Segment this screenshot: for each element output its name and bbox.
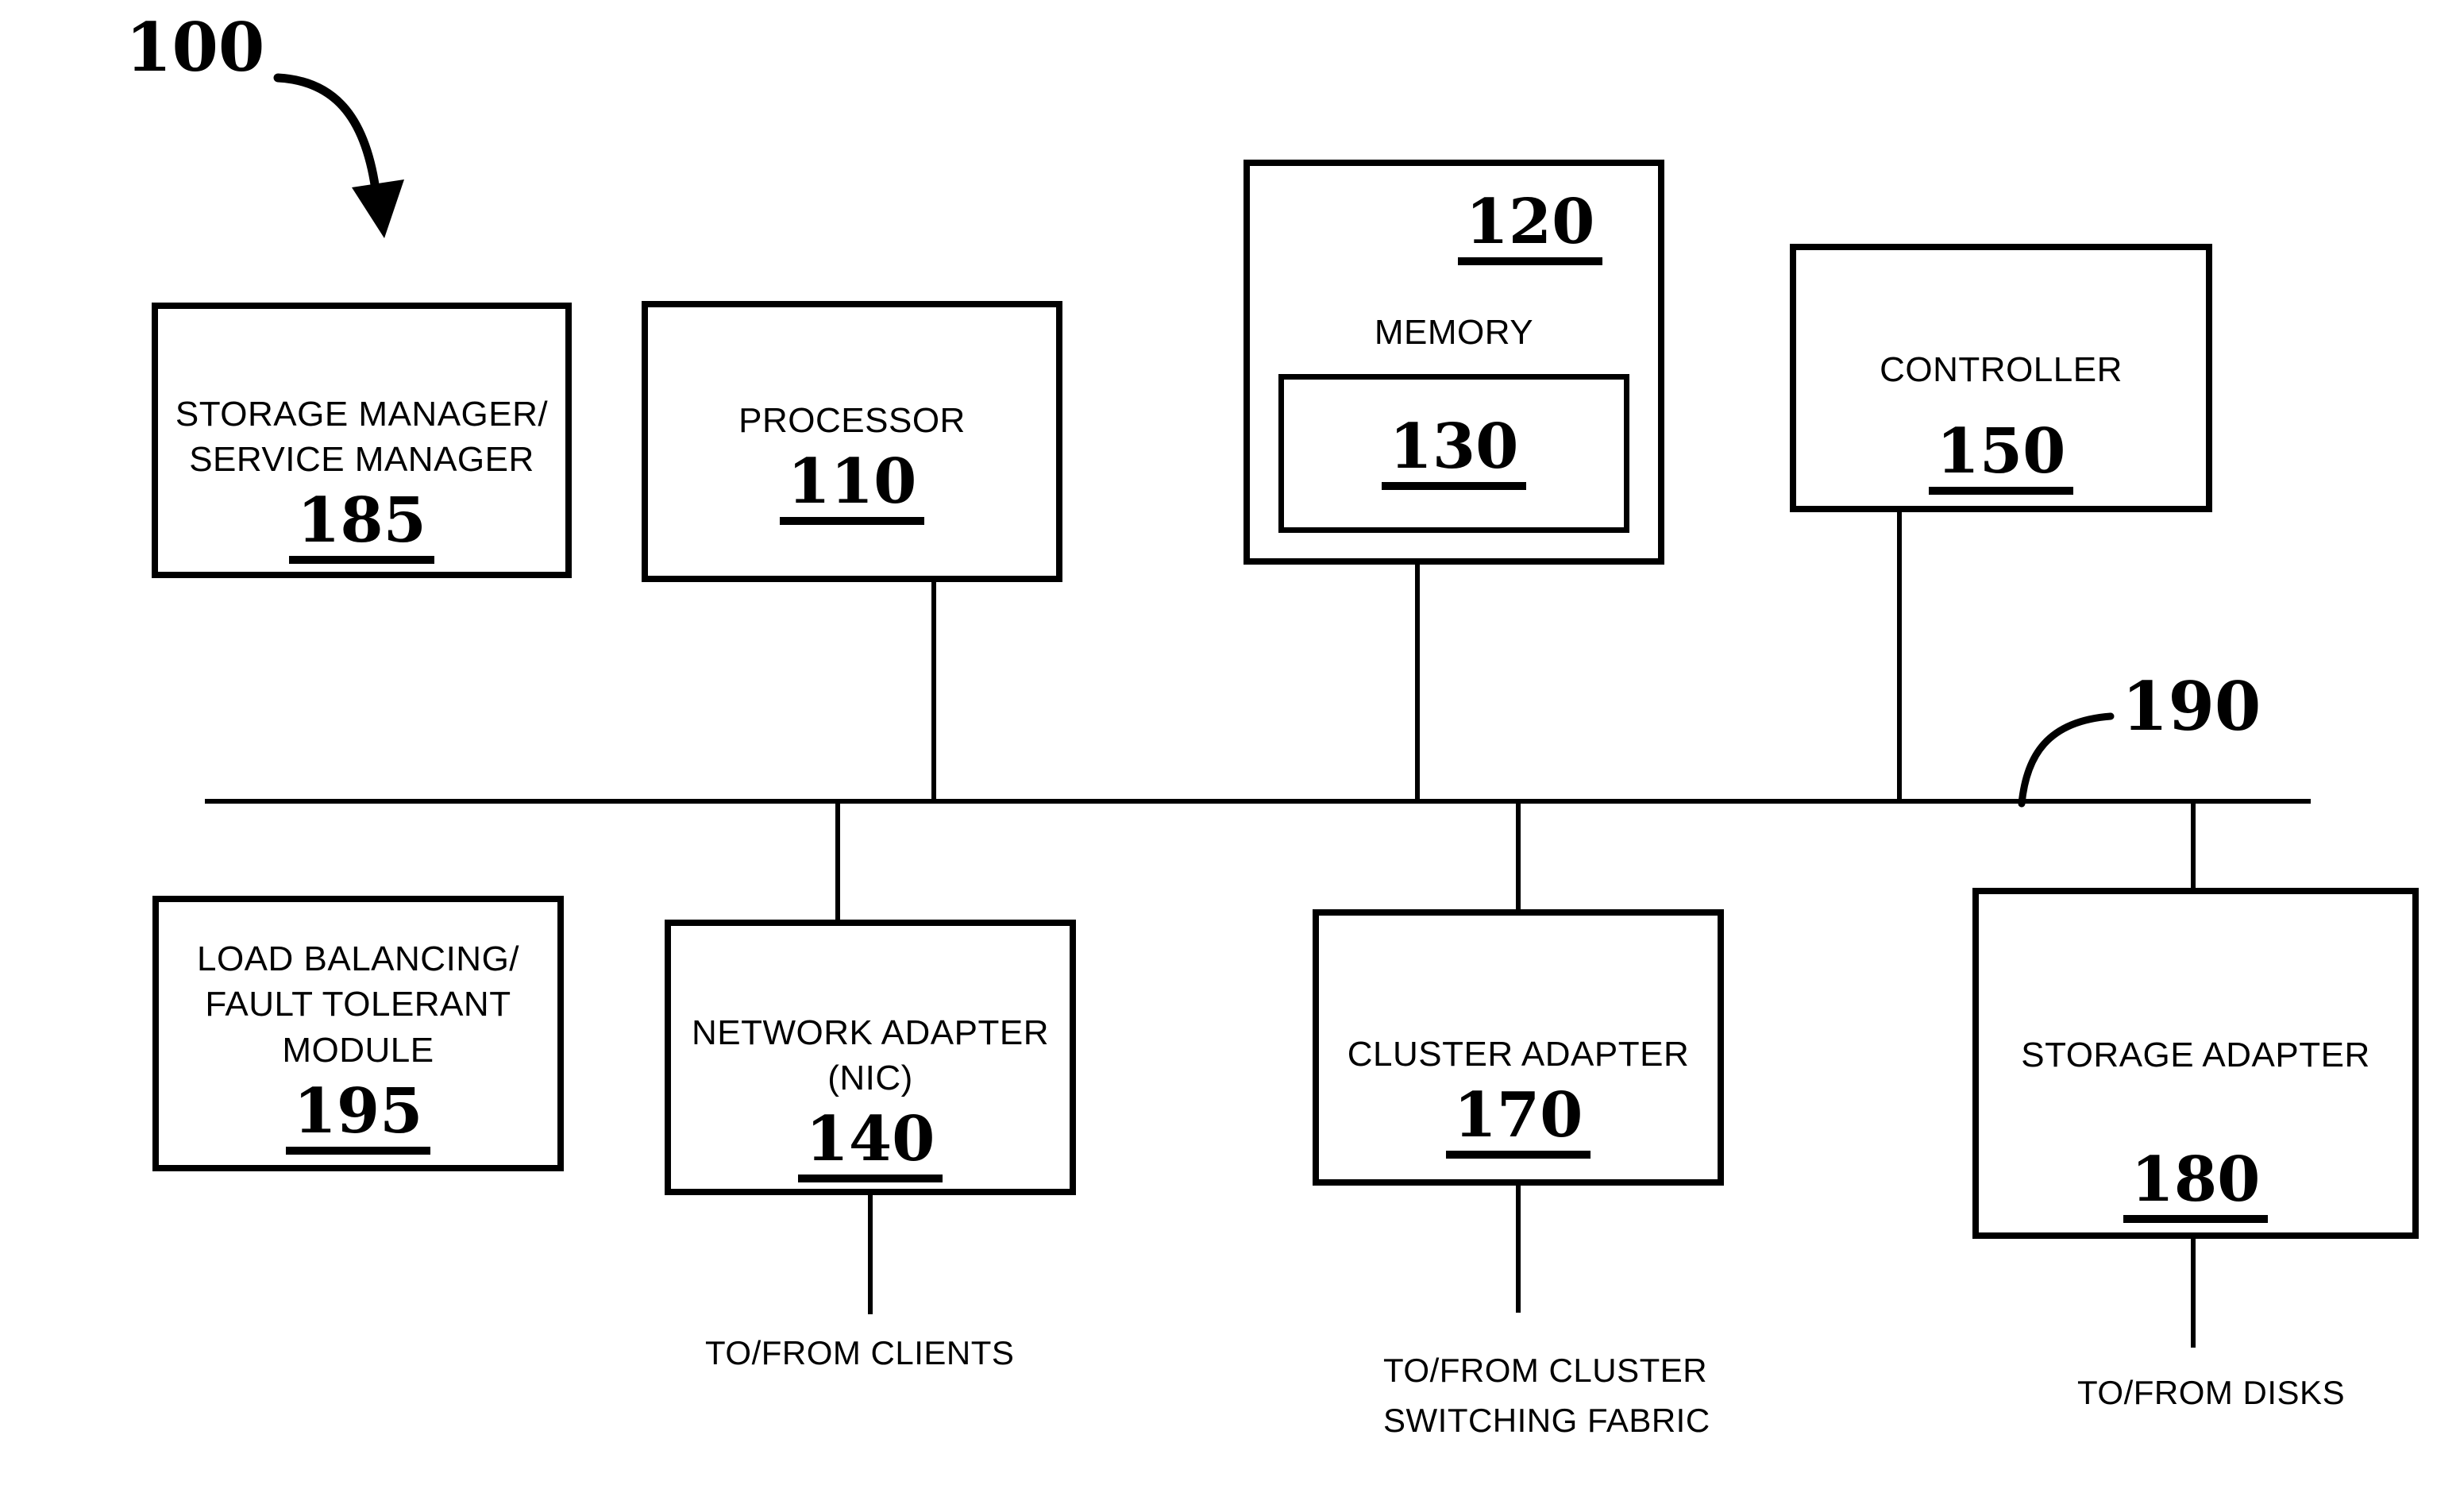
system-bus-line [205, 799, 2311, 804]
to-from-cluster-fabric-label: TO/FROM CLUSTER SWITCHING FABRIC [1383, 1345, 1710, 1445]
bus-ref-leader-curve [2018, 712, 2115, 808]
network-adapter-label: NETWORK ADAPTER (NIC) [692, 1010, 1049, 1101]
network-adapter-ref: 140 [797, 1108, 943, 1182]
processor-label: PROCESSOR [738, 400, 966, 440]
storage-adapter-ref: 180 [2123, 1148, 2269, 1223]
cluster-adapter-ref: 170 [1445, 1084, 1591, 1159]
memory-ref: 120 [1457, 191, 1603, 266]
bus-ref-190: 190 [2122, 667, 2261, 746]
network-adapter-clients-line [868, 1194, 873, 1314]
storage-adapter-bus-connector [2191, 802, 2196, 889]
controller-ref: 150 [1928, 420, 2074, 495]
memory-box: 120 MEMORY 130 [1243, 160, 1664, 565]
memory-label: MEMORY [1374, 313, 1534, 353]
cluster-adapter-bus-connector [1516, 802, 1521, 911]
memory-inner-box: 130 [1278, 374, 1629, 534]
network-adapter-bus-connector [835, 802, 840, 921]
processor-bus-connector [931, 582, 936, 800]
storage-manager-box: STORAGE MANAGER/ SERVICE MANAGER 185 [152, 303, 572, 578]
processor-box: PROCESSOR 110 [642, 301, 1062, 582]
storage-manager-label-line2: SERVICE MANAGER [189, 439, 534, 479]
controller-bus-connector [1897, 511, 1902, 800]
cluster-adapter-label: CLUSTER ADAPTER [1347, 1034, 1690, 1074]
memory-bus-connector [1415, 563, 1420, 800]
storage-manager-label-line1: STORAGE MANAGER/ [175, 394, 549, 434]
load-balancing-label-line2: FAULT TOLERANT [205, 985, 511, 1024]
cluster-adapter-box: CLUSTER ADAPTER 170 [1313, 909, 1724, 1186]
figure-ref-arrow [273, 73, 404, 238]
load-balancing-label-line3: MODULE [282, 1030, 434, 1070]
memory-inner-ref: 130 [1381, 415, 1527, 490]
load-balancing-module-box: LOAD BALANCING/ FAULT TOLERANT MODULE 19… [152, 896, 564, 1171]
storage-adapter-label: STORAGE ADAPTER [2021, 1035, 2370, 1074]
network-adapter-box: NETWORK ADAPTER (NIC) 140 [665, 920, 1076, 1195]
network-adapter-label-line1: NETWORK ADAPTER [692, 1012, 1049, 1052]
load-balancing-label-line1: LOAD BALANCING/ [196, 939, 520, 979]
to-from-cluster-fabric-line2: SWITCHING FABRIC [1383, 1402, 1710, 1439]
figure-ref-100: 100 [125, 8, 265, 87]
storage-adapter-box: STORAGE ADAPTER 180 [1972, 888, 2419, 1239]
storage-manager-label: STORAGE MANAGER/ SERVICE MANAGER [175, 392, 548, 482]
load-balancing-label: LOAD BALANCING/ FAULT TOLERANT MODULE [197, 936, 519, 1073]
storage-adapter-disks-line [2191, 1237, 2196, 1348]
processor-ref: 110 [779, 451, 925, 526]
to-from-cluster-fabric-line1: TO/FROM CLUSTER [1383, 1352, 1708, 1389]
to-from-disks-label: TO/FROM DISKS [2077, 1374, 2346, 1411]
to-from-clients-label: TO/FROM CLIENTS [705, 1334, 1015, 1371]
network-adapter-label-line2: (NIC) [827, 1058, 913, 1097]
controller-label: CONTROLLER [1880, 349, 2123, 389]
cluster-adapter-fabric-line [1516, 1184, 1521, 1313]
controller-box: CONTROLLER 150 [1790, 244, 2212, 512]
storage-manager-ref: 185 [289, 489, 434, 564]
load-balancing-ref: 195 [285, 1080, 431, 1155]
